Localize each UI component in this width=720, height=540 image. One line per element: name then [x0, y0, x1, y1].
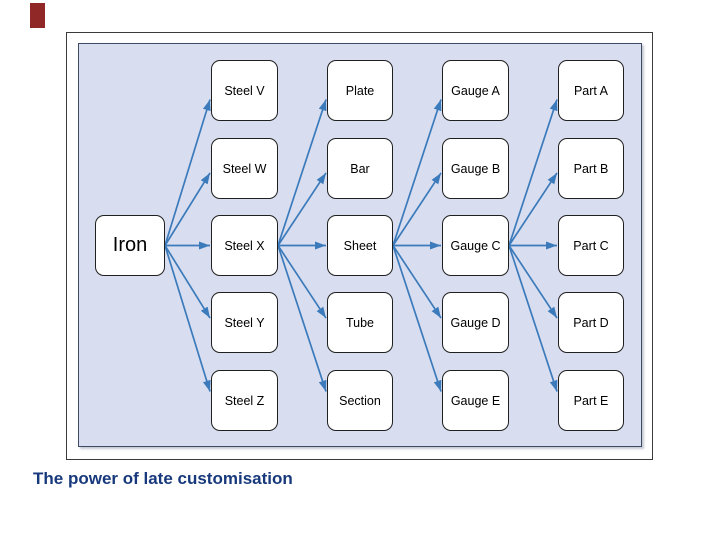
- node-steel-y: Steel Y: [211, 292, 278, 353]
- node-part-a: Part A: [558, 60, 624, 121]
- node-section: Section: [327, 370, 393, 431]
- node-part-c: Part C: [558, 215, 624, 276]
- node-steel-x: Steel X: [211, 215, 278, 276]
- node-gauge-d: Gauge D: [442, 292, 509, 353]
- node-bar: Bar: [327, 138, 393, 199]
- node-part-e: Part E: [558, 370, 624, 431]
- node-gauge-e: Gauge E: [442, 370, 509, 431]
- node-plate: Plate: [327, 60, 393, 121]
- node-steel-z: Steel Z: [211, 370, 278, 431]
- node-gauge-b: Gauge B: [442, 138, 509, 199]
- node-gauge-a: Gauge A: [442, 60, 509, 121]
- node-tube: Tube: [327, 292, 393, 353]
- node-sheet: Sheet: [327, 215, 393, 276]
- slide-caption: The power of late customisation: [33, 469, 293, 488]
- node-part-b: Part B: [558, 138, 624, 199]
- node-steel-w: Steel W: [211, 138, 278, 199]
- node-steel-v: Steel V: [211, 60, 278, 121]
- node-gauge-c: Gauge C: [442, 215, 509, 276]
- node-part-d: Part D: [558, 292, 624, 353]
- node-iron: Iron: [95, 215, 165, 276]
- corner-accent-mark: [30, 3, 45, 28]
